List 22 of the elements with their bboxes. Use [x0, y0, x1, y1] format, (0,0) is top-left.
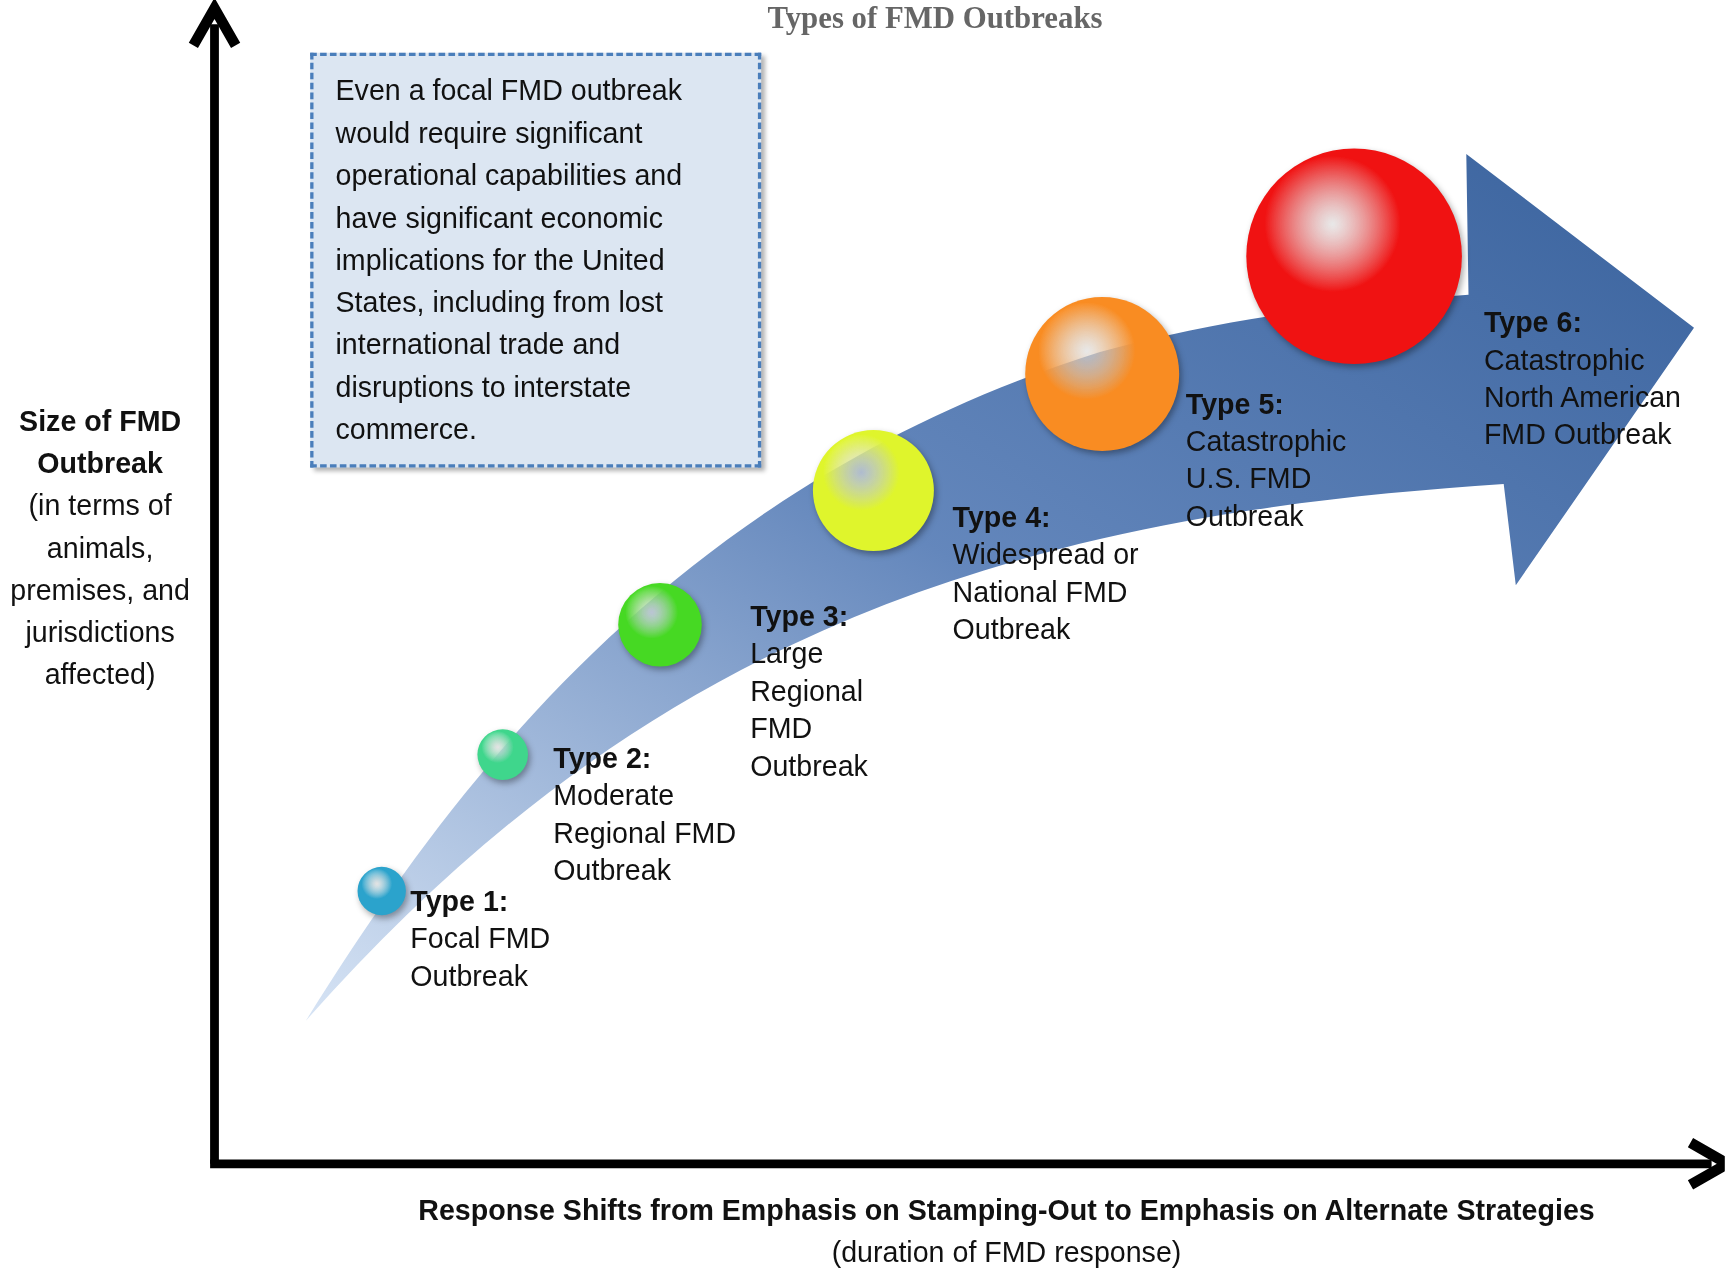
- circle-marker: [1025, 297, 1180, 451]
- type-heading: Type 3:: [750, 598, 850, 635]
- type-heading: Type 6:: [1483, 304, 1583, 341]
- type-heading: Type 4:: [952, 499, 1052, 536]
- type-description: Moderate Regional FMD Outbreak: [553, 777, 738, 889]
- title: Types of FMD Outbreaks: [766, 0, 1104, 36]
- circle-marker: [812, 430, 934, 552]
- axis-title: Size of FMD Outbreak: [18, 403, 183, 482]
- type-heading: Type 5:: [1185, 386, 1285, 423]
- circle-marker: [618, 583, 702, 667]
- circle-marker: [1246, 148, 1462, 365]
- axis-subtitle: (in terms of animals, premises, and jurisdictions affected): [9, 487, 191, 693]
- type-description: Catastrophic U.S. FMD Outbreak: [1185, 423, 1348, 535]
- circle-marker: [357, 866, 406, 916]
- circle-marker: [477, 729, 528, 780]
- type-heading: Type 1:: [410, 883, 510, 920]
- type-description: Large Regional FMD Outbreak: [750, 635, 869, 785]
- callout-text: Even a focal FMD outbreak would require significant operational capabilities and have significant economic implications for the United States, including from lost international trade and disruptions to interstate commerce.: [335, 72, 684, 448]
- axis-subtitle: (duration of FMD response): [830, 1234, 1183, 1271]
- type-description: Focal FMD Outbreak: [410, 920, 552, 995]
- callout-box: [310, 52, 762, 467]
- axis-title: Response Shifts from Emphasis on Stamping-Out to Emphasis on Alternate Strategies: [417, 1192, 1596, 1229]
